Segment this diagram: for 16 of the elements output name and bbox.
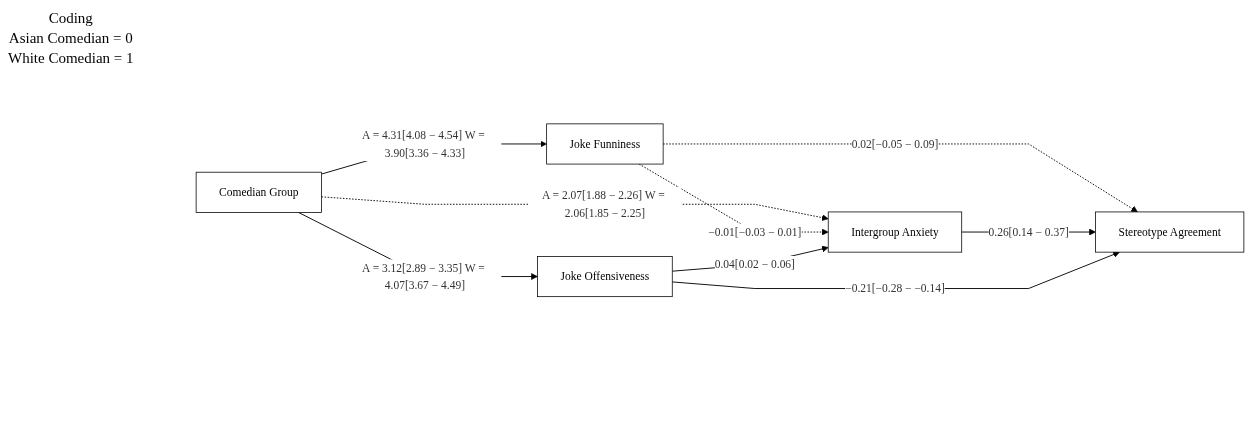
edge-label: −0.01[−0.03 − 0.01] [708,225,802,238]
edge-label: A = 3.12[2.89 − 3.35] W = 4.07[3.67 − 4.49] [362,261,485,292]
node-box: Intergroup Anxiety [827,211,963,253]
edge-label: −0.21[−0.28 − −0.14] [845,282,945,295]
edge-label: 0.02[−0.05 − 0.09] [851,137,939,150]
coding-note: Asian Comedian = 0 [8,29,134,48]
edge-label: 0.26[0.14 − 0.37] [988,225,1069,238]
node-box: Stereotype Agreement [1095,211,1245,253]
node-box: Comedian Group [195,171,322,213]
edge-label: A = 4.31[4.08 − 4.54] W = 3.90[3.36 − 4.33] [362,129,485,159]
coding-note: White Comedian = 1 [8,49,134,68]
node-box: Joke Funniness [546,123,664,165]
edge-label: 0.04[0.02 − 0.06] [714,258,795,271]
coding-note: Coding [47,9,94,28]
node-box: Joke Offensiveness [537,256,673,298]
edge-label: A = 2.07[1.88 − 2.26] W = 2.06[1.85 − 2.25] [542,189,665,219]
